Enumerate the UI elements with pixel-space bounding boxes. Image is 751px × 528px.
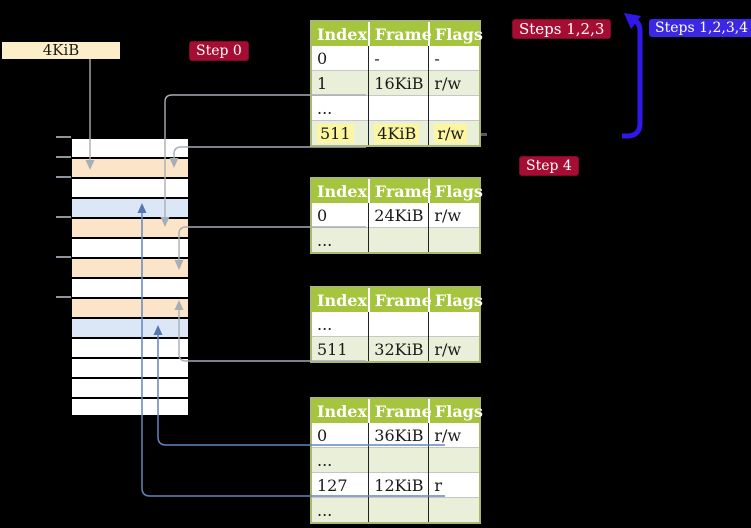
table-row: 511 32KiB r/w [312, 336, 479, 361]
table-row: 0 - - [312, 46, 479, 71]
header-flags: Flags [428, 399, 483, 423]
cell-flags: - [434, 48, 440, 68]
page-size-label: 4KiB [2, 42, 120, 59]
cell-flags: r/w [434, 123, 468, 143]
address-tick [56, 176, 71, 178]
address-tick [56, 256, 71, 258]
memory-frame-row [70, 297, 190, 317]
table-row: 0 24KiB r/w [312, 203, 479, 228]
memory-frame-row [70, 237, 190, 257]
header-flags: Flags [428, 179, 483, 203]
memory-frame-row [70, 177, 190, 197]
memory-frame-row [70, 217, 190, 237]
memory-frame-row [70, 197, 190, 217]
cell-index: 511 [317, 123, 354, 143]
address-tick [56, 296, 71, 298]
cell-frame: 12KiB [374, 475, 424, 495]
cell-frame: 24KiB [374, 205, 424, 225]
header-frame: Frame [368, 399, 432, 423]
memory-frame-row [70, 377, 190, 397]
memory-frame-row [70, 317, 190, 337]
badge-step-4: Step 4 [519, 156, 579, 176]
cell-flags: r/w [434, 205, 462, 225]
cell-index: ... [317, 98, 333, 118]
address-tick [56, 156, 71, 158]
cell-index: ... [317, 314, 333, 334]
arrowhead-up-left-icon [624, 13, 641, 29]
address-tick [56, 136, 71, 138]
header-index: Index [312, 179, 370, 203]
address-tick [56, 216, 71, 218]
table-row: 1 16KiB r/w [312, 70, 479, 96]
cell-index: 511 [317, 339, 348, 359]
memory-frame-row [70, 397, 190, 417]
badge-step-0: Step 0 [189, 41, 249, 61]
memory-frame-row [70, 337, 190, 357]
cell-frame: 4KiB [374, 123, 420, 143]
memory-frame-row [70, 137, 190, 157]
arrow-t1e511-recursive-to-4kib [173, 146, 366, 158]
memory-frame-row [70, 357, 190, 377]
table-header-row: Index Frame Flags [312, 399, 483, 423]
header-frame: Frame [368, 179, 432, 203]
table-row: 127 12KiB r [312, 472, 479, 498]
cell-frame: 16KiB [374, 73, 424, 93]
cell-index: 0 [317, 48, 328, 68]
cell-index: 0 [317, 425, 328, 445]
cell-index: 0 [317, 205, 328, 225]
arrow-recursive-loop [622, 17, 643, 139]
header-flags: Flags [428, 288, 483, 312]
table-row: 0 36KiB r/w [312, 423, 479, 448]
cell-flags: r/w [434, 425, 462, 445]
badge-steps-1-2-3: Steps 1,2,3 [512, 19, 612, 39]
memory-frame-row [70, 277, 190, 297]
cell-flags: r [434, 475, 443, 495]
memory-frame-row [70, 257, 190, 277]
table-row: ... [312, 497, 479, 522]
header-index: Index [312, 288, 370, 312]
page-table-1: Index Frame Flags 0 - - 1 16KiB r/w ... … [310, 20, 483, 147]
header-index: Index [312, 22, 370, 46]
cell-index: ... [317, 500, 333, 520]
cell-index: ... [317, 450, 333, 470]
header-flags: Flags [428, 22, 483, 46]
header-frame: Frame [368, 22, 432, 46]
table-header-row: Index Frame Flags [312, 179, 483, 203]
table-row: ... [312, 227, 479, 252]
table-row-highlighted: 511 4KiB r/w [312, 120, 479, 145]
table-row: ... [312, 95, 479, 121]
badge-steps-1-2-3-4: Steps 1,2,3,4 [649, 19, 751, 37]
table-header-row: Index Frame Flags [312, 22, 483, 46]
page-table-3: Index Frame Flags ... 511 32KiB r/w [310, 286, 483, 363]
physical-memory-strip [70, 137, 190, 417]
header-index: Index [312, 399, 370, 423]
page-table-4: Index Frame Flags 0 36KiB r/w ... 127 12… [310, 397, 483, 524]
entry-511-marker [481, 133, 487, 136]
cell-frame: - [374, 48, 380, 68]
memory-frame-row [70, 157, 190, 177]
cell-index: ... [317, 230, 333, 250]
cell-flags: r/w [434, 339, 462, 359]
table-row: ... [312, 312, 479, 337]
cell-flags: r/w [434, 73, 462, 93]
cell-frame: 36KiB [374, 425, 424, 445]
cell-frame: 32KiB [374, 339, 424, 359]
cell-index: 1 [317, 73, 328, 93]
table-header-row: Index Frame Flags [312, 288, 483, 312]
table-row: ... [312, 447, 479, 473]
header-frame: Frame [368, 288, 432, 312]
page-table-2: Index Frame Flags 0 24KiB r/w ... [310, 177, 483, 254]
cell-index: 127 [317, 475, 348, 495]
